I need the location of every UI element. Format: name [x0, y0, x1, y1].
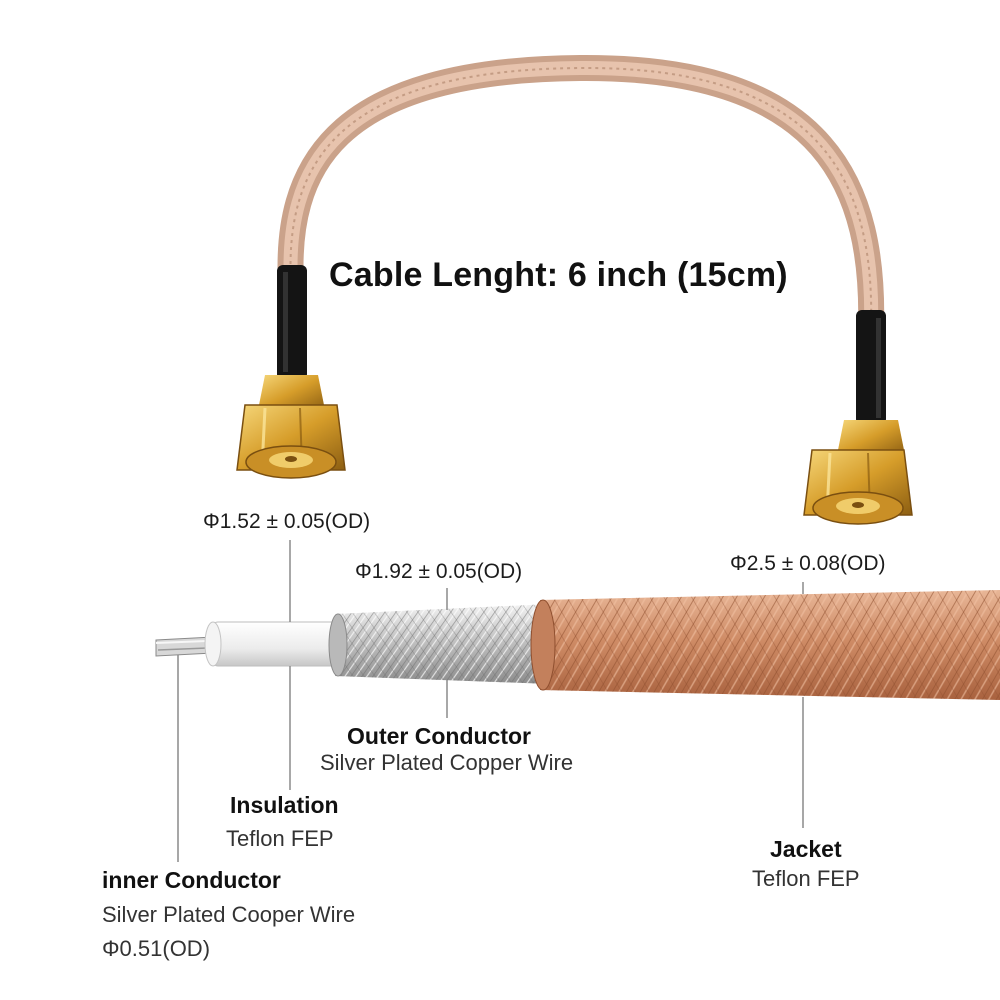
- outer-conductor-od-dimension: Φ1.92 ± 0.05(OD): [355, 560, 523, 583]
- inner-conductor-material: Silver Plated Cooper Wire: [102, 902, 356, 927]
- cable-loop: [277, 54, 885, 343]
- insulation-label: Insulation: [230, 792, 339, 818]
- outer-conductor-braid: [328, 604, 550, 684]
- jacket-label: Jacket: [770, 836, 842, 862]
- inner-conductor-label: inner Conductor: [102, 867, 281, 893]
- insulation-od-dimension: Φ1.52 ± 0.05(OD): [203, 510, 371, 533]
- jacket-material: Teflon FEP: [752, 866, 860, 891]
- insulation-layer: [204, 621, 341, 667]
- inner-conductor-od: Φ0.51(OD): [102, 936, 211, 961]
- insulation-material: Teflon FEP: [226, 826, 334, 851]
- outer-conductor-material: Silver Plated Copper Wire: [320, 750, 574, 775]
- jacket-layer: [530, 590, 1000, 700]
- cable-cross-section: [155, 590, 1000, 700]
- right-sma-connector: [803, 310, 913, 525]
- jacket-od-dimension: Φ2.5 ± 0.08(OD): [730, 552, 886, 575]
- left-sma-connector: [236, 265, 346, 479]
- leader-lines: [177, 540, 804, 862]
- page-title: Cable Lenght: 6 inch (15cm): [329, 256, 788, 294]
- outer-conductor-label: Outer Conductor: [347, 723, 531, 749]
